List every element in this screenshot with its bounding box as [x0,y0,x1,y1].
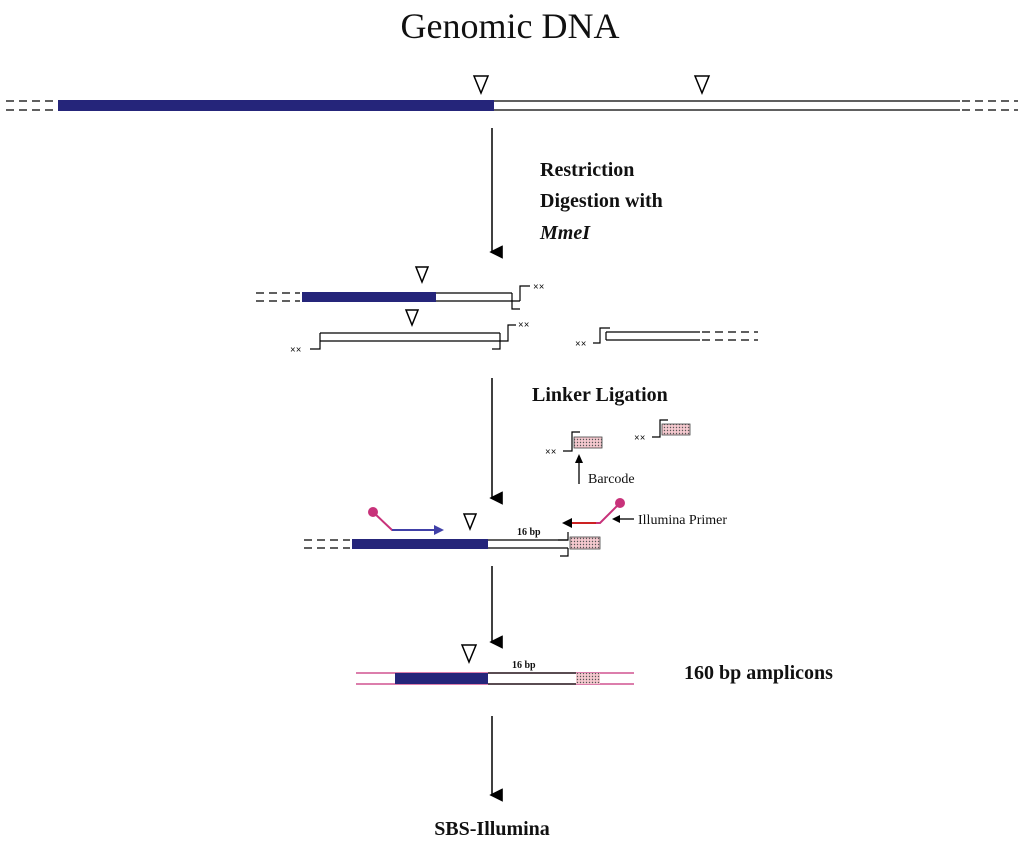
amplicon [356,672,634,685]
restriction-site-marker [693,75,711,95]
linker-ligation-label: Linker Ligation [532,384,668,406]
restriction-label: Restriction [540,159,634,181]
fragment-length-label: 16 bp [512,660,536,671]
genomic-dna-strand [6,100,1018,111]
primer-pointer [612,515,634,523]
restriction-site-marker [404,309,420,328]
diagram-title: Genomic DNA [401,6,620,46]
digested-fragment: ×× [256,282,544,310]
fragment-length-label: 16 bp [517,527,541,538]
restriction-site-marker [460,644,478,664]
enzyme-name: MmeI [539,222,591,244]
digested-fragment: ×× ×× [290,320,529,356]
svg-text:××: ×× [545,447,556,458]
forward-primer [368,507,444,535]
svg-text:××: ×× [290,345,301,356]
ligated-construct [304,532,601,557]
sequencing-label: SBS-Illumina [434,818,550,840]
illumina-primer-label: Illumina Primer [638,513,727,528]
restriction-label: Digestion with [540,190,663,212]
restriction-site-marker [472,75,490,95]
svg-text:××: ×× [634,433,645,444]
linker-adapter: ×× [634,419,691,444]
barcode-pointer [575,454,583,484]
digested-fragment: ×× [575,327,758,350]
linker-adapter: ×× [545,431,603,458]
svg-text:××: ×× [533,282,544,293]
amplicons-label: 160 bp amplicons [684,662,833,684]
svg-text:××: ×× [575,339,586,350]
reverse-primer [562,498,625,528]
restriction-site-marker [462,513,478,532]
svg-text:××: ×× [518,320,529,331]
barcode-label: Barcode [588,472,635,487]
restriction-site-marker [414,266,430,285]
